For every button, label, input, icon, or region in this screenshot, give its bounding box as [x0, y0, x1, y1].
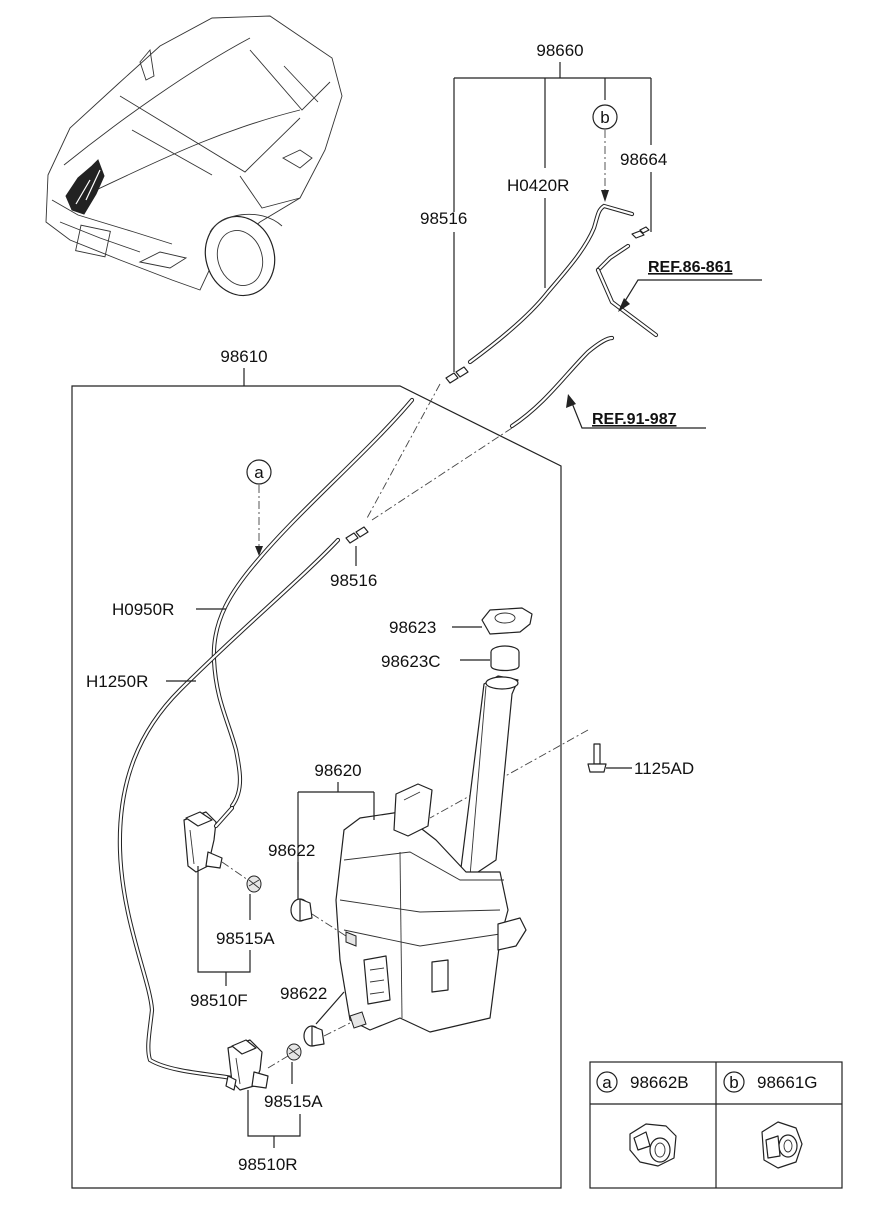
part-label-98623c: 98623C — [381, 652, 441, 671]
filter-98623c — [460, 645, 520, 672]
ref-label-86-861: REF.86-861 — [648, 259, 733, 276]
part-label-h1250r: H1250R — [86, 672, 148, 691]
part-label-98660: 98660 — [536, 41, 583, 60]
part-label-98622-a: 98622 — [268, 841, 315, 860]
legend-cell-b: b 98661G — [723, 1071, 818, 1169]
grommet-98622-a — [290, 898, 313, 922]
washer-reservoir-98620 — [335, 675, 527, 1033]
part-label-98623: 98623 — [389, 618, 436, 637]
hose-h0950r — [211, 397, 415, 809]
ref-86-861-callout: REF.86-861 — [595, 243, 762, 338]
legend-part-b: 98661G — [757, 1073, 818, 1092]
part-label-98516-mid: 98516 — [330, 571, 377, 590]
clip-98661g-icon — [761, 1121, 803, 1169]
part-label-1125ad: 1125AD — [634, 759, 694, 778]
part-label-98622-b: 98622 — [280, 984, 327, 1003]
legend-letter-a: a — [602, 1073, 612, 1092]
bolt-1125ad — [587, 743, 632, 773]
grommet-98622-b — [303, 1025, 325, 1047]
connector-98516-top — [445, 366, 469, 384]
hose-assembly-98660-callout: 98660 — [453, 41, 652, 372]
legend-letter-b: b — [729, 1073, 738, 1092]
callout-b-letter: b — [600, 108, 609, 127]
part-label-h0950r: H0950R — [112, 600, 174, 619]
part-label-98620: 98620 — [314, 761, 361, 780]
part-label-98515a-a: 98515A — [216, 929, 275, 948]
part-label-h0420r: H0420R — [507, 176, 569, 195]
legend-cell-a: a 98662B — [596, 1071, 689, 1167]
part-label-98664: 98664 — [620, 150, 667, 169]
connector-98516-mid — [345, 526, 369, 566]
callout-a: a — [246, 459, 272, 556]
vehicle-location-illustration — [45, 15, 343, 297]
hose-h0420r — [467, 203, 650, 365]
filter-screen-98515a-a — [246, 875, 262, 893]
part-label-98516-top: 98516 — [420, 209, 467, 228]
assembly-outline-98610 — [71, 385, 562, 1189]
hose-h1250r — [117, 537, 341, 1081]
filter-screen-98515a-b — [286, 1043, 302, 1061]
legend-table: a 98662B b 98661G — [589, 1061, 843, 1189]
callout-b: b — [592, 104, 618, 202]
clip-98662b-icon — [629, 1123, 677, 1167]
legend-part-a: 98662B — [630, 1073, 689, 1092]
washer-pump-98510f — [183, 805, 235, 873]
part-label-98515a-b: 98515A — [264, 1092, 323, 1111]
washer-pump-98510r — [225, 1039, 269, 1091]
part-label-98510r: 98510R — [238, 1155, 298, 1174]
cap-98623 — [452, 607, 533, 635]
ref-label-91-987: REF.91-987 — [592, 411, 677, 428]
part-label-98510f: 98510F — [190, 991, 248, 1010]
ref-91-987-callout: REF.91-987 — [509, 335, 706, 429]
part-label-98610: 98610 — [220, 347, 267, 366]
callout-a-letter: a — [254, 463, 264, 482]
